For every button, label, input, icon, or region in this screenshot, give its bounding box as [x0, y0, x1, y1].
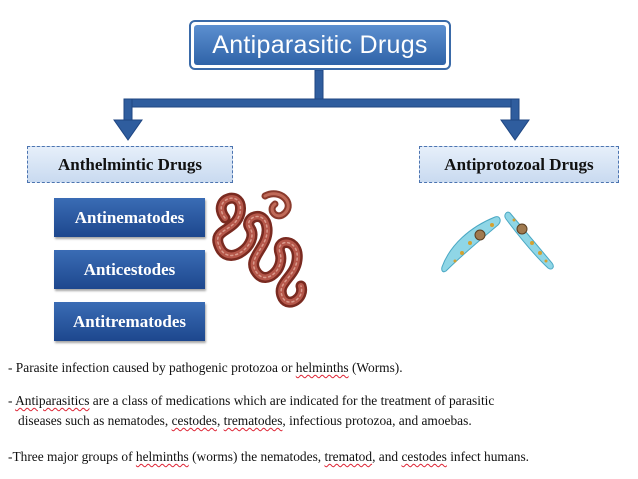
trunk-connector: [314, 69, 324, 104]
left-drop-connector: [123, 98, 133, 122]
note-line-2-continued: diseases such as nematodes, cestodes, tr…: [18, 411, 472, 431]
note-text: - Parasite infection caused by pathogeni…: [8, 360, 296, 375]
note-text: (worms) the nematodes,: [188, 449, 325, 464]
note-text: -: [8, 393, 16, 408]
note-line-3: -Three major groups of helminths (worms)…: [8, 447, 529, 467]
anthelmintic-drugs-box: Anthelmintic Drugs: [27, 146, 233, 183]
note-text: cestodes: [171, 413, 217, 428]
anticestodes-box: Anticestodes: [54, 250, 205, 289]
title-box: Antiparasitic Drugs: [189, 20, 451, 70]
note-text: cestodes: [401, 449, 447, 464]
antitrematodes-box: Antitrematodes: [54, 302, 205, 341]
note-text: ,: [216, 413, 224, 428]
note-text: , infectious protozoa, and amoebas.: [282, 413, 472, 428]
note-text: are a class of medications which are ind…: [89, 393, 495, 408]
note-text: helminths: [295, 360, 349, 375]
note-text: infect humans.: [446, 449, 530, 464]
left-arrow-icon: [113, 119, 143, 141]
note-text: (Worms).: [348, 360, 403, 375]
right-drop-connector: [510, 98, 520, 122]
note-line-2: - Antiparasitics are a class of medicati…: [8, 391, 494, 411]
helminth-worm-image: [212, 190, 308, 308]
protozoa-image: [441, 211, 554, 273]
note-text: , and: [372, 449, 402, 464]
note-text: diseases such as nematodes,: [18, 413, 172, 428]
right-arrow-icon: [500, 119, 530, 141]
note-line-1: - Parasite infection caused by pathogeni…: [8, 358, 403, 378]
antiprotozoal-drugs-box: Antiprotozoal Drugs: [419, 146, 619, 183]
note-text: trematodes: [223, 413, 283, 428]
note-text: -Three major groups of: [8, 449, 136, 464]
note-text: Antiparasitics: [15, 393, 90, 408]
note-text: trematod: [324, 449, 373, 464]
note-text: helminths: [135, 449, 189, 464]
page-title: Antiparasitic Drugs: [194, 25, 446, 65]
branch-connector: [123, 98, 520, 108]
antinematodes-box: Antinematodes: [54, 198, 205, 237]
